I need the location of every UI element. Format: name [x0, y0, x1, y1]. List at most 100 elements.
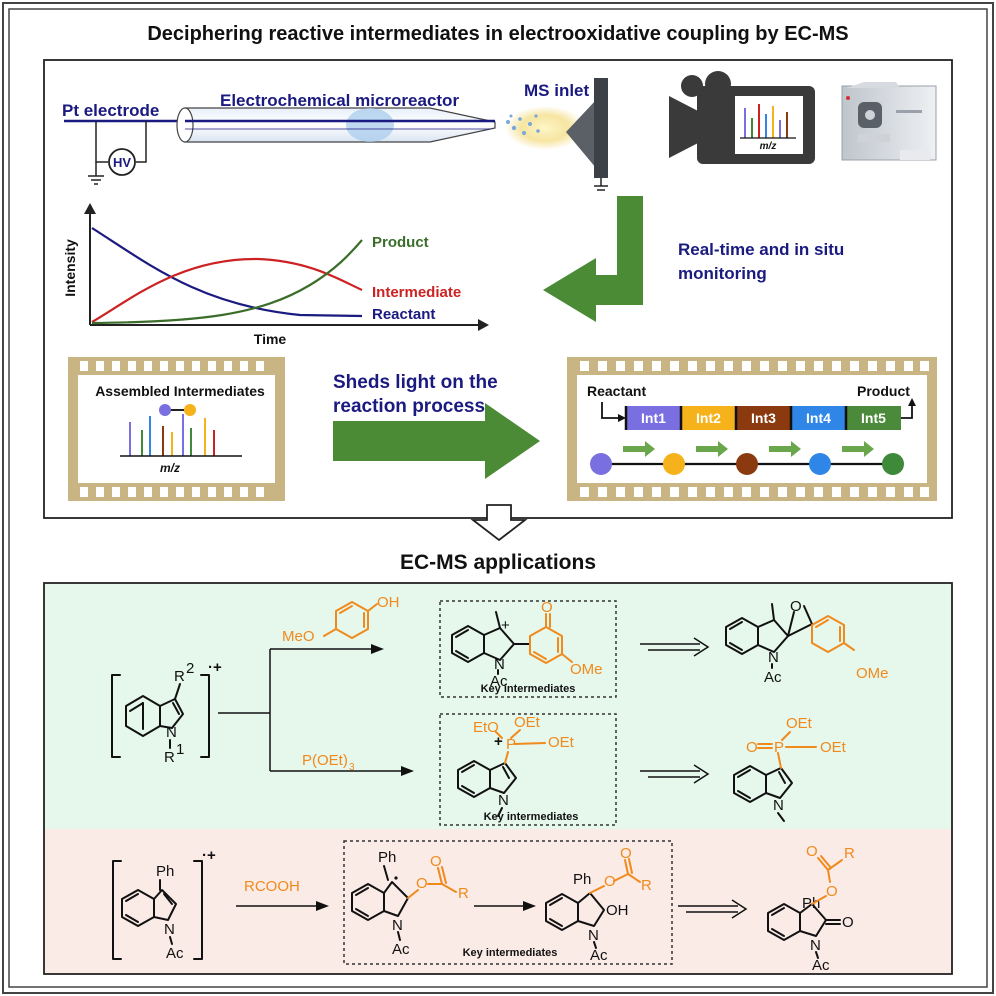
center-arrow — [333, 403, 540, 479]
p-label-2: P — [774, 739, 784, 756]
int-box-2: Int2 — [679, 406, 736, 430]
oet-label-1: OEt — [514, 714, 541, 731]
r2-sup: 2 — [186, 660, 194, 677]
n9-label: N — [810, 937, 821, 954]
n4-label: N — [498, 792, 509, 809]
film-perforations-left — [80, 361, 264, 497]
ec-ms-setup: Pt electrode HV Electrochemical microrea… — [62, 71, 937, 191]
n6-label: N — [164, 921, 175, 938]
down-arrow-icon — [470, 504, 528, 542]
oet-label-3: OEt — [786, 715, 813, 732]
product-2-structure: OEt OEt O P N — [733, 715, 847, 822]
camera-mz-label: m/z — [760, 141, 777, 152]
ms-inlet-cone — [566, 100, 596, 168]
key-intermediates-label-1: Key intermediates — [481, 683, 576, 695]
mass-spectrometer-icon — [841, 82, 937, 161]
p-label: P — [506, 736, 516, 753]
pathway-step-arrow-4 — [842, 441, 874, 457]
oh-label: OH — [606, 902, 629, 919]
ome-label-2: OMe — [856, 665, 889, 682]
pathway-product: Product — [857, 383, 910, 399]
intermediate-arrowhead — [523, 901, 536, 911]
ester-o-1: O — [416, 875, 428, 892]
radical-dot — [394, 876, 398, 880]
ac-label-3: Ac — [166, 945, 184, 962]
applications-title: EC-MS applications — [400, 551, 596, 574]
key-intermediates-label-3: Key intermediates — [463, 947, 558, 959]
ac-label-5: Ac — [590, 947, 608, 964]
intermediate-curve — [91, 257, 363, 323]
ester-o-5: O — [826, 883, 838, 900]
int-label-3: Int3 — [751, 410, 776, 426]
pathway-in-arrowhead — [618, 414, 626, 422]
indole-radical-cation: R 2 N R 1 ·+ — [111, 659, 222, 766]
key-intermediate-box-1 — [439, 600, 617, 698]
reagent-meo: MeO — [282, 628, 315, 645]
int-label-1: Int1 — [641, 410, 666, 426]
spray-plume — [505, 106, 585, 150]
branch-upper-arrowhead — [371, 644, 384, 654]
ester-o-4: O — [620, 845, 632, 862]
ms-inlet-label: MS inlet — [524, 81, 590, 100]
key-intermediate-3b-structure: Ph OH N Ac O O R — [545, 845, 652, 964]
hv-source — [108, 148, 136, 176]
assembled-spectrum — [129, 414, 215, 456]
ac-label-1: Ac — [490, 673, 508, 690]
film-window-left — [78, 375, 275, 483]
tube-opening — [176, 107, 194, 143]
key-intermediates-label-2: Key intermediates — [484, 811, 579, 823]
legend-intermediate: Intermediate — [372, 284, 461, 301]
plot-y-arrowhead — [84, 203, 96, 214]
pathway-dots — [590, 453, 904, 475]
inner-border — [8, 8, 988, 988]
assembled-mz: m/z — [160, 461, 180, 475]
phenylindole-radical-cation: Ph N Ac ·+ — [112, 847, 216, 962]
product-curve — [91, 239, 363, 325]
monitor-text-line2: monitoring — [678, 264, 767, 283]
n5-label: N — [773, 797, 784, 814]
r2-label: R — [174, 668, 185, 685]
pathway-dot-5 — [882, 453, 904, 475]
int-box-1: Int1 — [624, 406, 681, 430]
pathway-out-arrow — [898, 404, 913, 419]
r-label-3: R — [844, 845, 855, 862]
int-label-2: Int2 — [696, 410, 721, 426]
sheds-text-line1: Sheds light on the — [333, 372, 498, 393]
microreactor-label: Electrochemical microreactor — [220, 91, 459, 110]
phenol-oh: OH — [377, 594, 400, 611]
key-intermediate-1-structure: + N Ac O OMe Key intermediates — [451, 599, 603, 695]
int-box-5: Int5 — [844, 406, 901, 430]
ester-o-3: O — [604, 873, 616, 890]
ac-label-6: Ac — [812, 957, 830, 974]
pathway-step-arrows — [623, 441, 874, 457]
r-label-2: R — [641, 877, 652, 894]
sheds-text-line2: reaction process — [333, 396, 485, 417]
pathway-reactant: Reactant — [587, 383, 646, 399]
pathway-film: Reactant Product Int1 Int2 Int3 Int4 Int5 — [567, 357, 937, 501]
methoxyphenol-reagent: OH MeO — [282, 594, 400, 645]
r1-sup: 1 — [176, 741, 184, 758]
reagent-sub-3: 3 — [349, 762, 355, 773]
eto-label: EtO — [473, 719, 499, 736]
reaction-1: R 2 N R 1 ·+ OH MeO P(OEt) 3 — [111, 594, 889, 826]
ester-o-2: O — [430, 853, 442, 870]
ph-label-2: Ph — [378, 849, 396, 866]
pathway-step-arrow-3 — [769, 441, 801, 457]
monitor-text-line1: Real-time and in situ — [678, 240, 844, 259]
r1-label: R — [164, 749, 175, 766]
reactant-curve — [91, 227, 363, 318]
int-label-4: Int4 — [806, 410, 831, 426]
branch-lower-arrowhead — [401, 766, 414, 776]
key-intermediate-box-3 — [343, 840, 673, 965]
multistep-arrowhead-3 — [731, 899, 748, 919]
radical-cation-2: ·+ — [202, 847, 216, 864]
intermediate-bar: Int1 Int2 Int3 Int4 Int5 — [624, 406, 901, 430]
lactam-o: O — [842, 914, 854, 931]
pathway-step-arrow-1 — [623, 441, 655, 457]
multistep-arrowhead-2 — [693, 764, 710, 784]
ester-o-6: O — [806, 843, 818, 860]
n2-label: N — [494, 656, 505, 673]
pathway-out-arrowhead — [908, 398, 916, 406]
